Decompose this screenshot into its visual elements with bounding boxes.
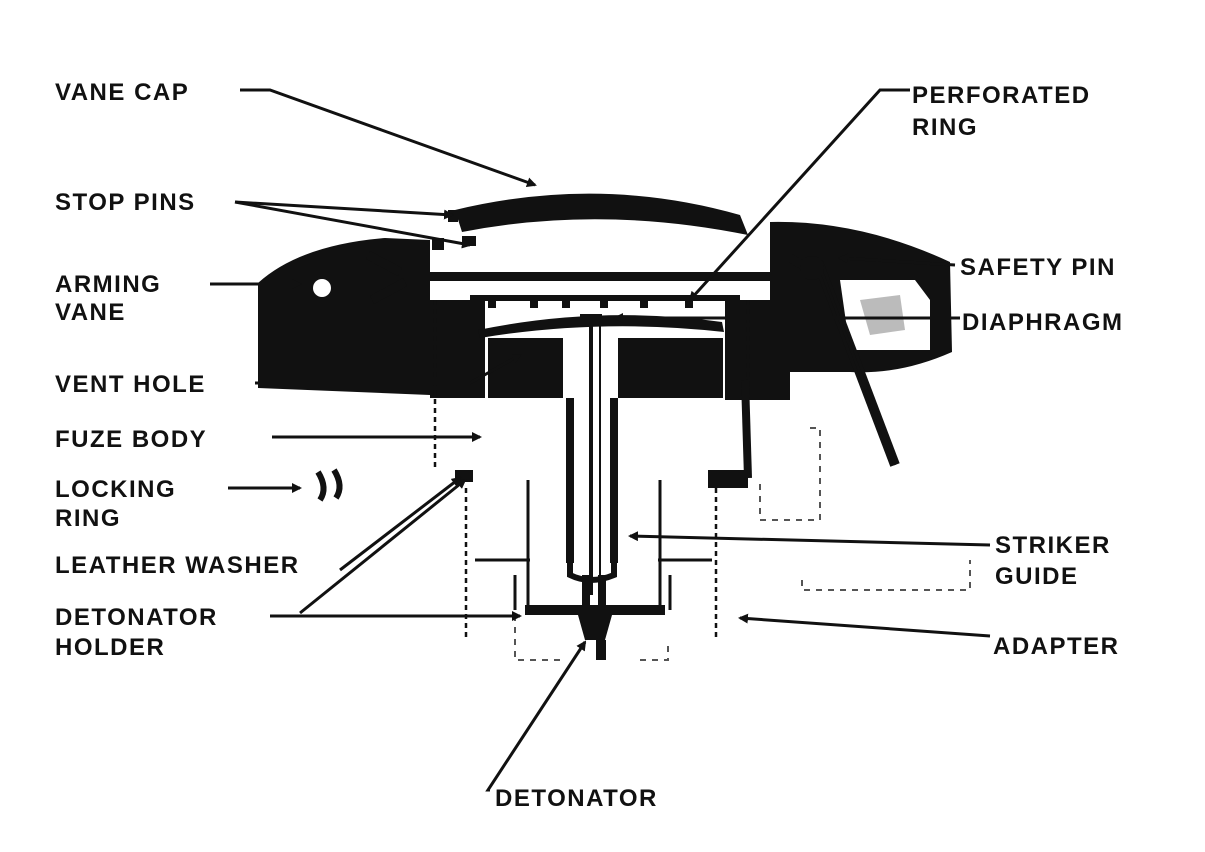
arming-vane-left	[258, 238, 485, 398]
label-stop-pins: STOP PINS	[55, 189, 196, 216]
label-detonator: DETONATOR	[495, 785, 658, 812]
detonator-holder-shape	[525, 605, 665, 615]
label-locking-ring-line1: LOCKING	[55, 476, 176, 503]
label-detonator-holder-line2: HOLDER	[55, 634, 165, 661]
leader-lines	[210, 88, 991, 792]
label-leather-washer: LEATHER WASHER	[55, 552, 300, 579]
label-safety-pin: SAFETY PIN	[960, 254, 1116, 281]
label-diaphragm: DIAPHRAGM	[962, 309, 1124, 336]
locking-ring-glyph	[315, 468, 343, 502]
label-locking-ring-line2: RING	[55, 505, 121, 532]
label-vent-hole: VENT HOLE	[55, 371, 206, 398]
label-arming-vane-line1: ARMING	[55, 271, 161, 298]
label-adapter: ADAPTER	[993, 633, 1120, 660]
perforated-ring-shape	[470, 295, 740, 308]
vane-cap-shape	[455, 193, 748, 235]
diaphragm-shape	[478, 315, 724, 338]
label-vane-cap: VANE CAP	[55, 79, 189, 106]
label-striker-guide-line2: GUIDE	[995, 563, 1079, 590]
striker-guide-shape	[566, 398, 618, 605]
label-perforated-ring-line2: RING	[912, 114, 978, 141]
labels: VANE CAP PERFORATED RING STOP PINS ARMIN…	[55, 79, 1124, 812]
label-arming-vane-line2: VANE	[55, 299, 126, 326]
label-detonator-holder-line1: DETONATOR	[55, 604, 218, 631]
fuze-drawing	[258, 193, 971, 661]
label-striker-guide-line1: STRIKER	[995, 532, 1111, 559]
label-perforated-ring-line1: PERFORATED	[912, 82, 1091, 109]
inner-body-left	[488, 338, 563, 398]
inner-body-right	[618, 338, 723, 398]
vane-shaft	[360, 272, 810, 281]
label-fuze-body: FUZE BODY	[55, 426, 207, 453]
detonator-shape	[578, 615, 612, 640]
